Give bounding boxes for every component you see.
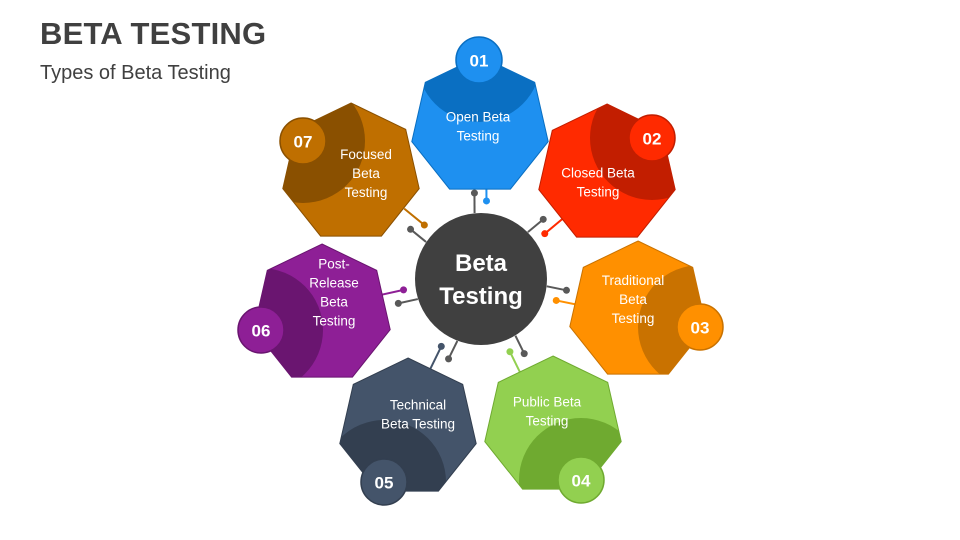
node-label-line: Release [309, 276, 359, 291]
node-label-line: Beta [619, 292, 647, 307]
center-label-line-1: Beta [455, 250, 508, 277]
number-badge [676, 303, 724, 351]
node-label-line: Testing [526, 414, 569, 429]
number-badge [279, 117, 327, 165]
connector-dot-item [552, 296, 560, 304]
number-badge-label: 07 [294, 133, 313, 152]
number-badge-label: 03 [691, 319, 710, 338]
node-label-line: Post- [318, 257, 350, 272]
connector-dot-item [400, 286, 408, 294]
number-badge [455, 36, 503, 84]
connector-dot-center [520, 350, 528, 358]
connector-dot-center [539, 215, 547, 223]
connector-dot-item [437, 342, 445, 350]
node-label-line: Testing [457, 129, 500, 144]
connector-line-item [428, 345, 443, 371]
number-badge-label: 02 [643, 130, 662, 149]
connector-dot-center [470, 189, 478, 197]
node-label-line: Public Beta [513, 395, 582, 410]
connector-line-item [403, 207, 425, 226]
number-badge-label: 04 [572, 472, 591, 491]
node-label-line: Closed Beta [561, 166, 635, 181]
node-label-line: Traditional [602, 273, 665, 288]
node-label-line: Testing [577, 185, 620, 200]
connector-dot-item [482, 197, 490, 205]
node-label-line: Technical [390, 398, 446, 413]
center-label-line-2: Testing [439, 283, 523, 310]
page-title: BETA TESTING [40, 16, 267, 51]
node-label-line: Focused [340, 147, 392, 162]
center-circle [415, 213, 547, 345]
number-badge [628, 114, 676, 162]
connectors [377, 174, 582, 376]
number-badge [237, 306, 285, 354]
connector-dot-center [394, 299, 402, 307]
connector-dot-item [420, 221, 428, 229]
node-label-line: Beta [352, 166, 380, 181]
connector-dot-center [407, 225, 415, 233]
number-badge [360, 458, 408, 506]
node-label-line: Beta [320, 295, 348, 310]
page-subtitle: Types of Beta Testing [40, 62, 231, 84]
node-label-line: Testing [345, 185, 388, 200]
center-node: Beta Testing [415, 213, 547, 345]
connector-dot-item [541, 230, 549, 238]
number-badge-label: 01 [470, 52, 489, 71]
node-label-line: Open Beta [446, 110, 511, 125]
node-label-line: Testing [612, 311, 655, 326]
node-label-line: Testing [313, 314, 356, 329]
connector-line-item [509, 351, 523, 376]
number-badge [557, 456, 605, 504]
connector-dot-item [506, 348, 514, 356]
connector-dot-center [445, 355, 453, 363]
number-badge-label: 06 [252, 322, 271, 341]
connector-dot-center [562, 286, 570, 294]
node-label-line: Beta Testing [381, 417, 455, 432]
number-badge-label: 05 [375, 474, 394, 493]
connector-line-item [544, 216, 566, 235]
